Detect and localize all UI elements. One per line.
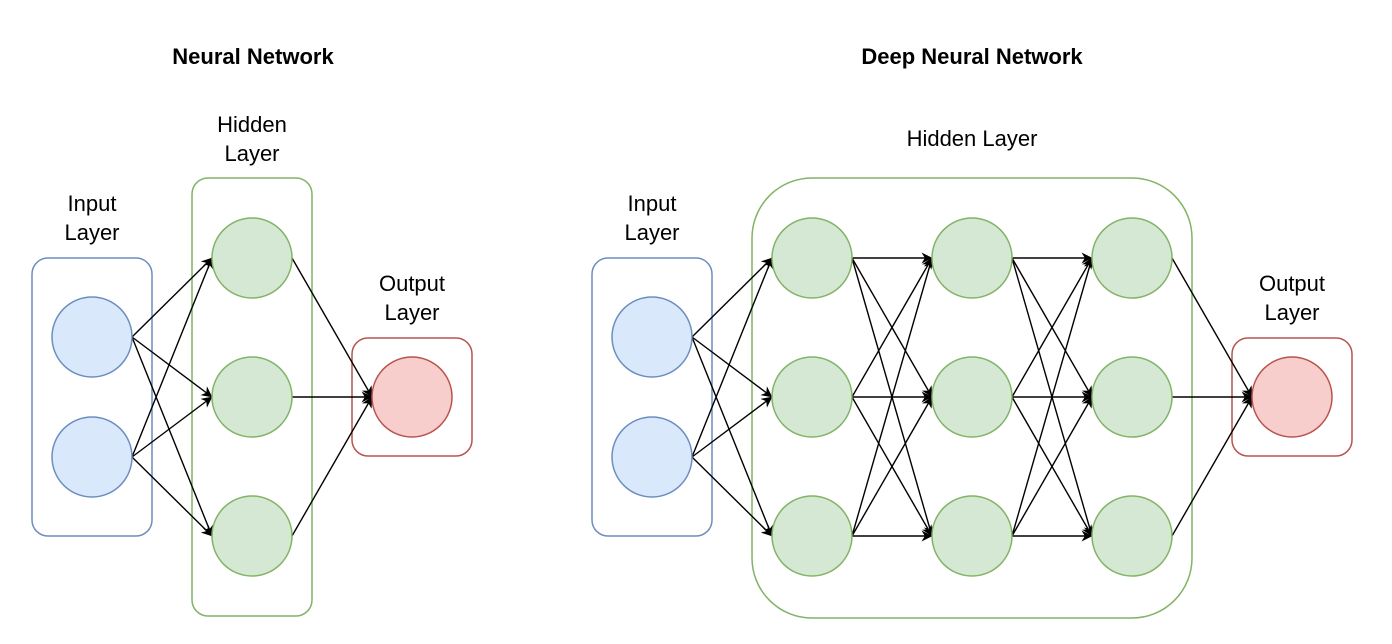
right-input-label-line1: Input [628, 191, 677, 216]
left-input-layer-box [31, 257, 153, 537]
left-edge [291, 396, 373, 537]
right-hidden-label: Hidden Layer [907, 126, 1038, 151]
left-edge [131, 257, 213, 338]
right-hidden1-node [771, 356, 853, 438]
left-output-node [371, 356, 453, 438]
right-edge [1011, 396, 1093, 537]
right-hidden2-node [931, 495, 1013, 577]
left-edge [131, 396, 213, 458]
right-edge [1011, 257, 1095, 537]
right-edge [691, 336, 773, 398]
left-input-label-line2: Layer [64, 220, 119, 245]
right-input-node [611, 296, 693, 378]
right-hidden3-node [1091, 356, 1173, 438]
left-output-label-line2: Layer [384, 300, 439, 325]
right-edge [851, 396, 933, 537]
right-edge [1171, 257, 1253, 398]
right-edge [1011, 257, 1093, 398]
right-hidden-layer-box [751, 177, 1193, 619]
right-edge [851, 257, 933, 398]
right-edge [1171, 396, 1253, 537]
left-hidden-label-line2: Layer [224, 141, 279, 166]
right-hidden3-node [1091, 217, 1173, 299]
left-hidden-node [211, 495, 293, 577]
right-output-label-line1: Output [1259, 271, 1325, 296]
left-edges [131, 257, 373, 537]
left-input-label-line1: Input [68, 191, 117, 216]
left-input-node [51, 416, 133, 498]
left-hidden-node [211, 217, 293, 299]
right-edge [851, 257, 935, 537]
right-edge [691, 257, 774, 458]
left-edge [131, 336, 214, 537]
right-output-label-line2: Layer [1264, 300, 1319, 325]
left-hidden-label-line1: Hidden [217, 112, 287, 137]
right-output-node [1251, 356, 1333, 438]
right-hidden2-node [931, 356, 1013, 438]
left-hidden-node [211, 356, 293, 438]
right-input-layer-box [591, 257, 713, 537]
right-edge [691, 396, 773, 458]
left-input-node [51, 296, 133, 378]
left-output-label-line1: Output [379, 271, 445, 296]
right-hidden1-node [771, 495, 853, 577]
right-edge [691, 336, 774, 537]
left-title: Neural Network [172, 44, 334, 69]
left-edge [131, 456, 213, 537]
right-title: Deep Neural Network [861, 44, 1083, 69]
right-input-label-line2: Layer [624, 220, 679, 245]
right-hidden3-node [1091, 495, 1173, 577]
left-edge [131, 257, 214, 458]
right-edges [691, 252, 1253, 542]
right-edge [691, 456, 773, 537]
left-edge [291, 257, 373, 398]
right-hidden2-node [931, 217, 1013, 299]
right-hidden1-node [771, 217, 853, 299]
left-edge [131, 336, 213, 398]
right-edge [691, 257, 773, 338]
right-input-node [611, 416, 693, 498]
